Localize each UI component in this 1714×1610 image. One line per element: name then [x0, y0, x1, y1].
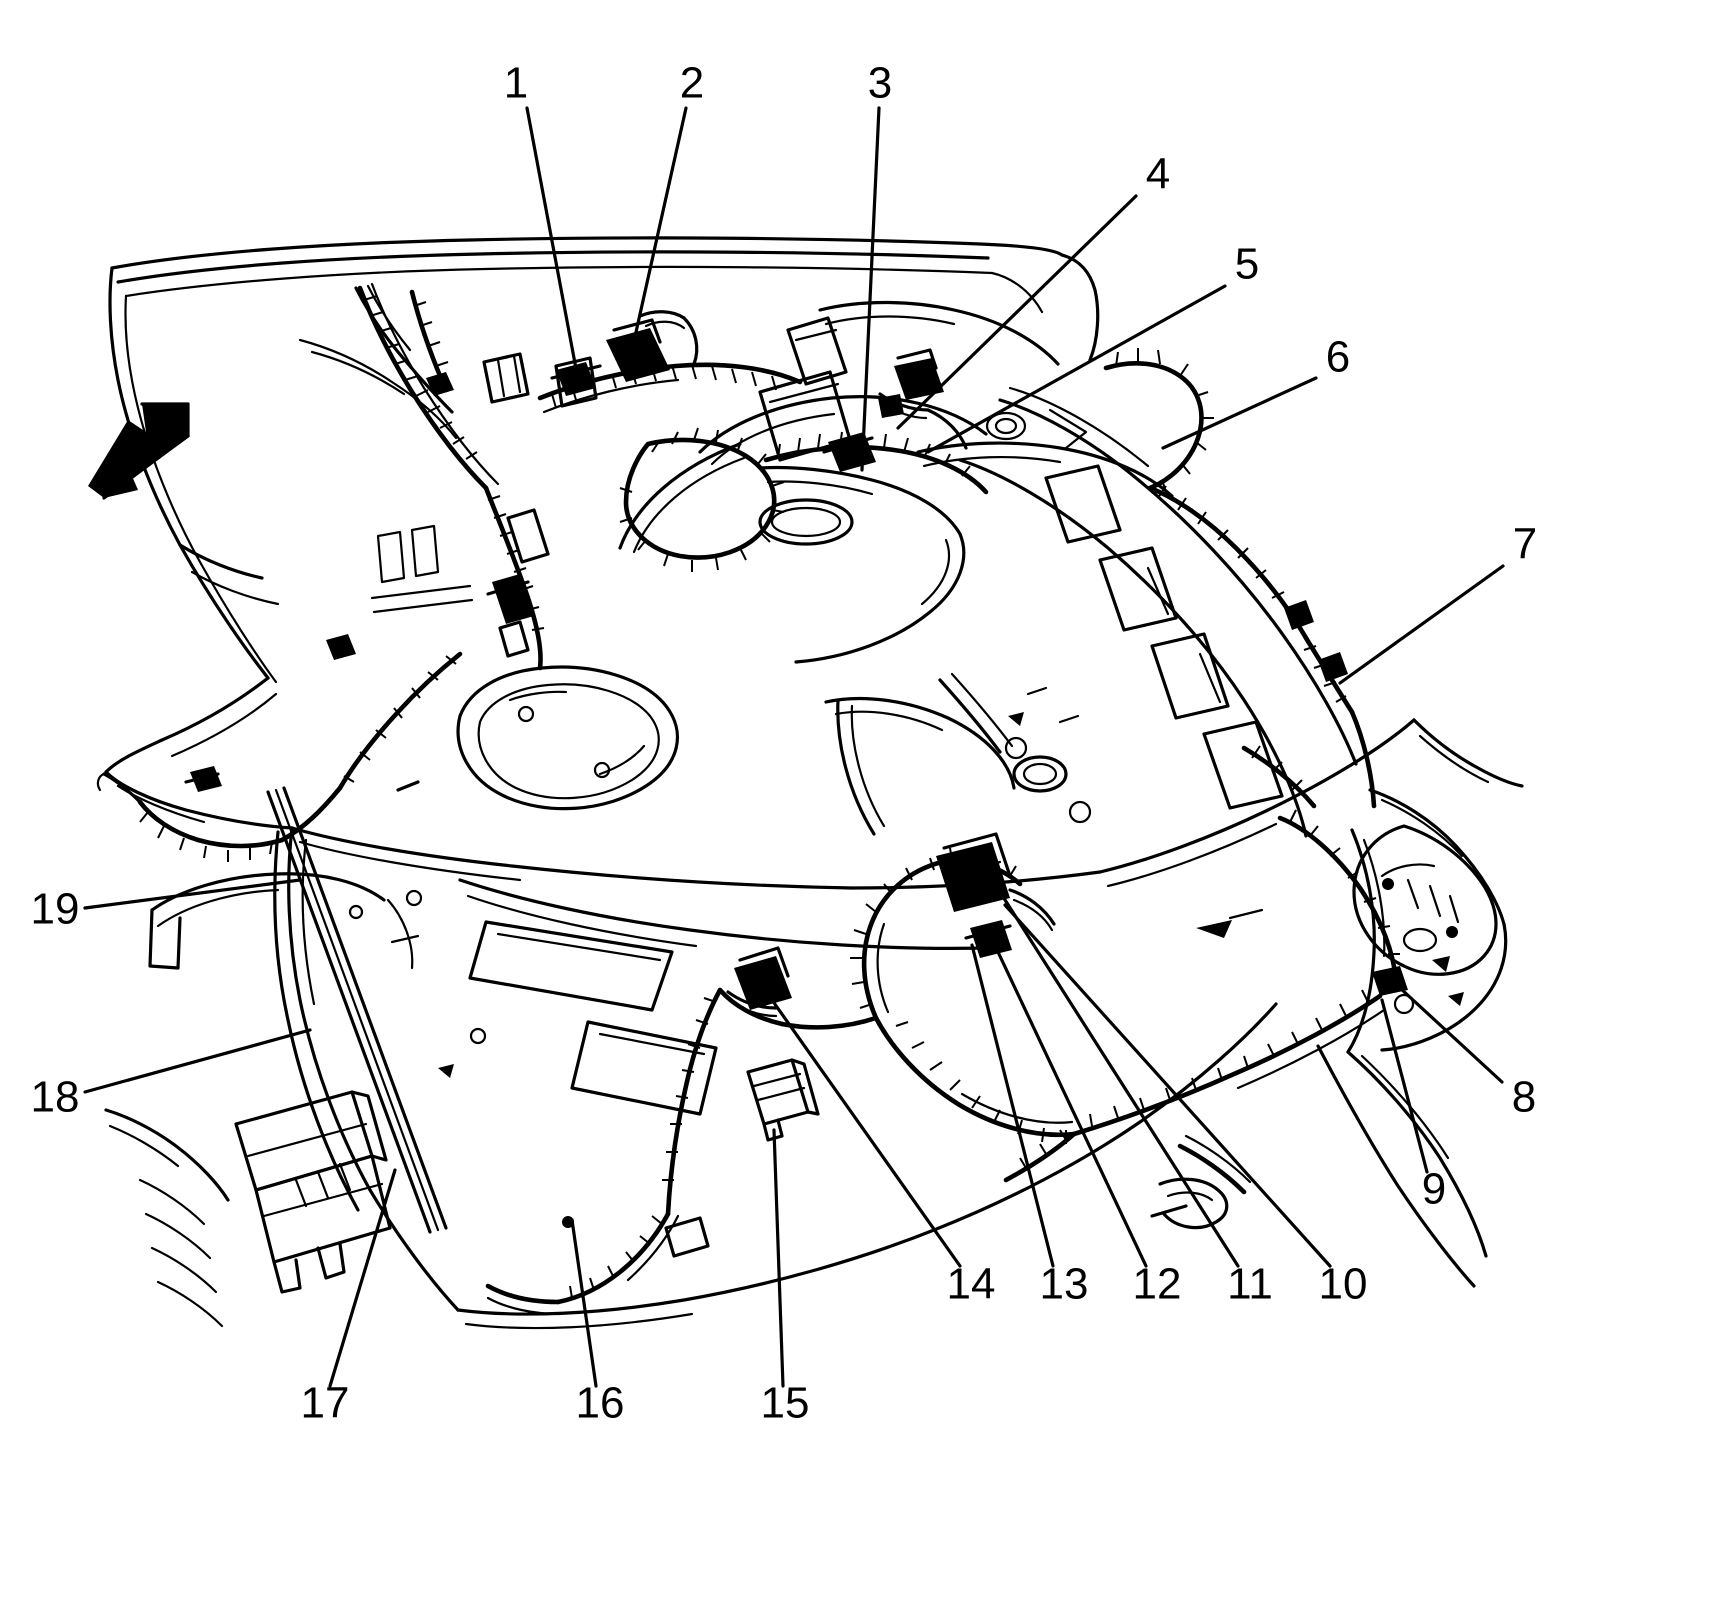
callout-leader-16: [570, 1218, 598, 1388]
callout-label-19: 19: [31, 885, 80, 934]
callout-4: 4: [896, 150, 1170, 430]
callout-8: 8: [1398, 986, 1536, 1122]
callout-leader-15: [772, 1128, 785, 1388]
callout-18: 18: [31, 1028, 312, 1122]
callout-10: 10: [1003, 903, 1368, 1309]
callout-6: 6: [1161, 333, 1350, 450]
callout-label-7: 7: [1513, 520, 1537, 569]
callout-leader-7: [1338, 564, 1505, 685]
callout-leader-11: [998, 890, 1240, 1268]
callout-leader-19: [83, 878, 302, 910]
callout-leader-2: [626, 106, 688, 370]
callout-12: 12: [988, 933, 1182, 1309]
callout-label-16: 16: [576, 1379, 625, 1428]
callout-15: 15: [761, 1128, 810, 1428]
callout-label-10: 10: [1319, 1260, 1368, 1309]
callout-leader-3: [860, 106, 881, 472]
callout-leader-17: [328, 1168, 397, 1388]
callout-leader-5: [926, 284, 1227, 454]
callout-leader-6: [1161, 376, 1318, 450]
callout-11: 11: [998, 890, 1273, 1309]
callout-leader-4: [896, 194, 1138, 430]
callout-leader-14: [770, 998, 962, 1268]
callout-13: 13: [970, 943, 1089, 1309]
callout-label-15: 15: [761, 1379, 810, 1428]
callout-2: 2: [626, 59, 704, 370]
callout-label-6: 6: [1326, 333, 1350, 382]
callout-label-11: 11: [1227, 1260, 1273, 1309]
direction-arrow: [88, 402, 190, 500]
callout-label-3: 3: [868, 59, 892, 108]
callout-leader-18: [83, 1028, 312, 1094]
callout-label-13: 13: [1040, 1260, 1089, 1309]
callout-label-5: 5: [1235, 240, 1259, 289]
callout-leader-8: [1398, 986, 1504, 1084]
callout-3: 3: [860, 59, 892, 472]
callout-label-4: 4: [1146, 150, 1170, 199]
callout-19: 19: [31, 878, 302, 934]
callout-16: 16: [570, 1218, 625, 1428]
callout-9: 9: [1380, 998, 1446, 1214]
callout-leader-12: [988, 933, 1148, 1268]
callout-14: 14: [770, 998, 996, 1309]
body-structure-group: [104, 236, 1524, 1330]
callout-leader-9: [1380, 998, 1429, 1174]
callout-label-18: 18: [31, 1073, 80, 1122]
callout-1: 1: [504, 59, 582, 392]
callout-leader-1: [525, 106, 582, 392]
callout-17: 17: [301, 1168, 397, 1428]
callout-label-9: 9: [1422, 1165, 1446, 1214]
callout-label-8: 8: [1512, 1073, 1536, 1122]
wiring-harness-group: [96, 282, 1408, 1316]
callout-label-2: 2: [680, 59, 704, 108]
callout-5: 5: [926, 240, 1259, 454]
callout-leader-13: [970, 943, 1055, 1268]
callout-label-17: 17: [301, 1379, 350, 1428]
callout-label-14: 14: [947, 1260, 996, 1309]
callout-label-1: 1: [504, 59, 528, 108]
callout-7: 7: [1338, 520, 1537, 685]
callout-label-12: 12: [1133, 1260, 1182, 1309]
callout-leader-10: [1003, 903, 1332, 1268]
